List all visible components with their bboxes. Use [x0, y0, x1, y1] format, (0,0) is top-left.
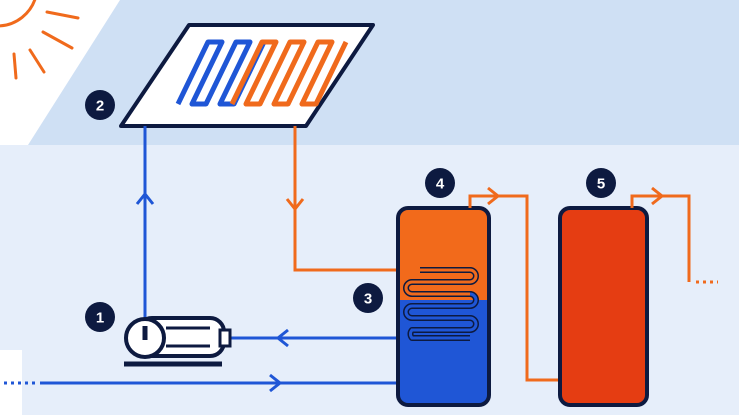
coil-cold	[404, 292, 478, 340]
callout-storage-tank: 4	[425, 168, 455, 198]
callout-number: 4	[436, 176, 445, 193]
collector-tubes-hot	[229, 39, 349, 107]
callout-heat-exchanger: 3	[353, 283, 383, 313]
callout-boiler: 5	[586, 168, 616, 198]
tank-hot-section	[398, 208, 489, 300]
flow-arrow-down-icon	[285, 198, 305, 212]
hot-supply-pipe	[293, 126, 420, 272]
callout-number: 3	[364, 291, 372, 308]
heat-exchanger-coil-icon	[403, 267, 479, 341]
flow-arrow-left-icon	[275, 328, 289, 348]
callout-number: 1	[96, 310, 104, 327]
flow-arrow-right-icon	[487, 186, 501, 206]
flow-arrow-up-icon	[135, 191, 155, 205]
coil-outline	[403, 267, 479, 341]
collector-tubes-cold	[175, 39, 267, 107]
boiler-icon	[558, 206, 649, 407]
flow-arrow-right-icon	[651, 186, 665, 206]
callout-number: 2	[96, 98, 104, 115]
solar-collector-icon	[119, 23, 375, 128]
flow-arrow-right-icon	[269, 373, 283, 393]
callout-pump: 1	[85, 302, 115, 332]
coil-hot	[404, 268, 478, 296]
callout-collector: 2	[85, 90, 115, 120]
pump-icon	[124, 316, 232, 367]
pump-outlet	[218, 328, 232, 348]
pump-motor-lines	[166, 326, 210, 348]
callout-number: 5	[597, 176, 605, 193]
tank-outline	[396, 206, 491, 407]
sun-icon	[0, 0, 80, 80]
tank-to-boiler-pipe	[468, 194, 560, 382]
